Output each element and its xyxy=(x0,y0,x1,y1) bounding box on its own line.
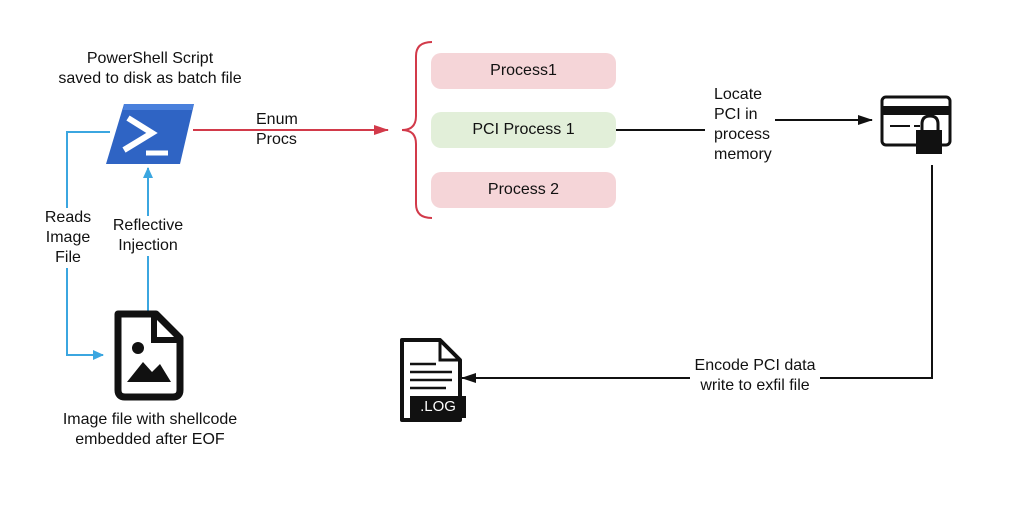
enum-label-line2: Procs xyxy=(256,131,297,148)
edge-encode-pci xyxy=(820,165,933,379)
powershell-caption: PowerShell Script saved to disk as batch… xyxy=(40,49,260,89)
log-file-icon xyxy=(400,338,466,422)
process-group-brace xyxy=(401,41,433,219)
image-file-caption: Image file with shellcode embedded after… xyxy=(40,410,260,450)
powershell-caption-line1: PowerShell Script xyxy=(86,50,214,67)
reflective-label-line2: Injection xyxy=(118,237,178,254)
image-file-caption-line2: embedded after EOF xyxy=(75,431,225,448)
reflective-label-line1: Reflective xyxy=(112,217,184,234)
process-box-2: Process 2 xyxy=(431,172,616,208)
encode-label-line1: Encode PCI data xyxy=(694,357,816,374)
pci-process-box-label: PCI Process 1 xyxy=(472,121,575,138)
enum-label-line1: Enum xyxy=(256,111,298,128)
process-box-2-label: Process 2 xyxy=(487,181,560,198)
powershell-caption-line2: saved to disk as batch file xyxy=(58,70,242,87)
locate-pci-label: Locate PCI in process memory xyxy=(714,85,794,165)
image-file-caption-line1: Image file with shellcode xyxy=(62,411,238,428)
reads-label-line1: Reads xyxy=(44,209,92,226)
encode-pci-label: Encode PCI data write to exfil file xyxy=(680,356,830,396)
process-box-1-label: Process1 xyxy=(490,62,557,79)
log-badge-label: .LOG xyxy=(420,398,456,415)
reads-label-line2: Image xyxy=(45,229,91,246)
locate-label-line1: Locate xyxy=(714,86,763,103)
reads-image-file-label: Reads Image File xyxy=(37,208,99,268)
pci-process-box: PCI Process 1 xyxy=(431,112,616,148)
enum-procs-label: Enum Procs xyxy=(256,110,318,150)
reads-label-line3: File xyxy=(55,249,81,266)
locate-label-line3: process xyxy=(714,126,771,143)
powershell-icon xyxy=(106,104,194,164)
reflective-injection-label: Reflective Injection xyxy=(104,216,192,256)
locate-label-line4: memory xyxy=(714,146,772,163)
encode-label-line2: write to exfil file xyxy=(700,377,810,394)
credit-card-lock-icon xyxy=(880,95,952,154)
locate-label-line2: PCI in xyxy=(714,106,758,123)
process-box-1: Process1 xyxy=(431,53,616,89)
image-file-icon xyxy=(114,310,184,401)
